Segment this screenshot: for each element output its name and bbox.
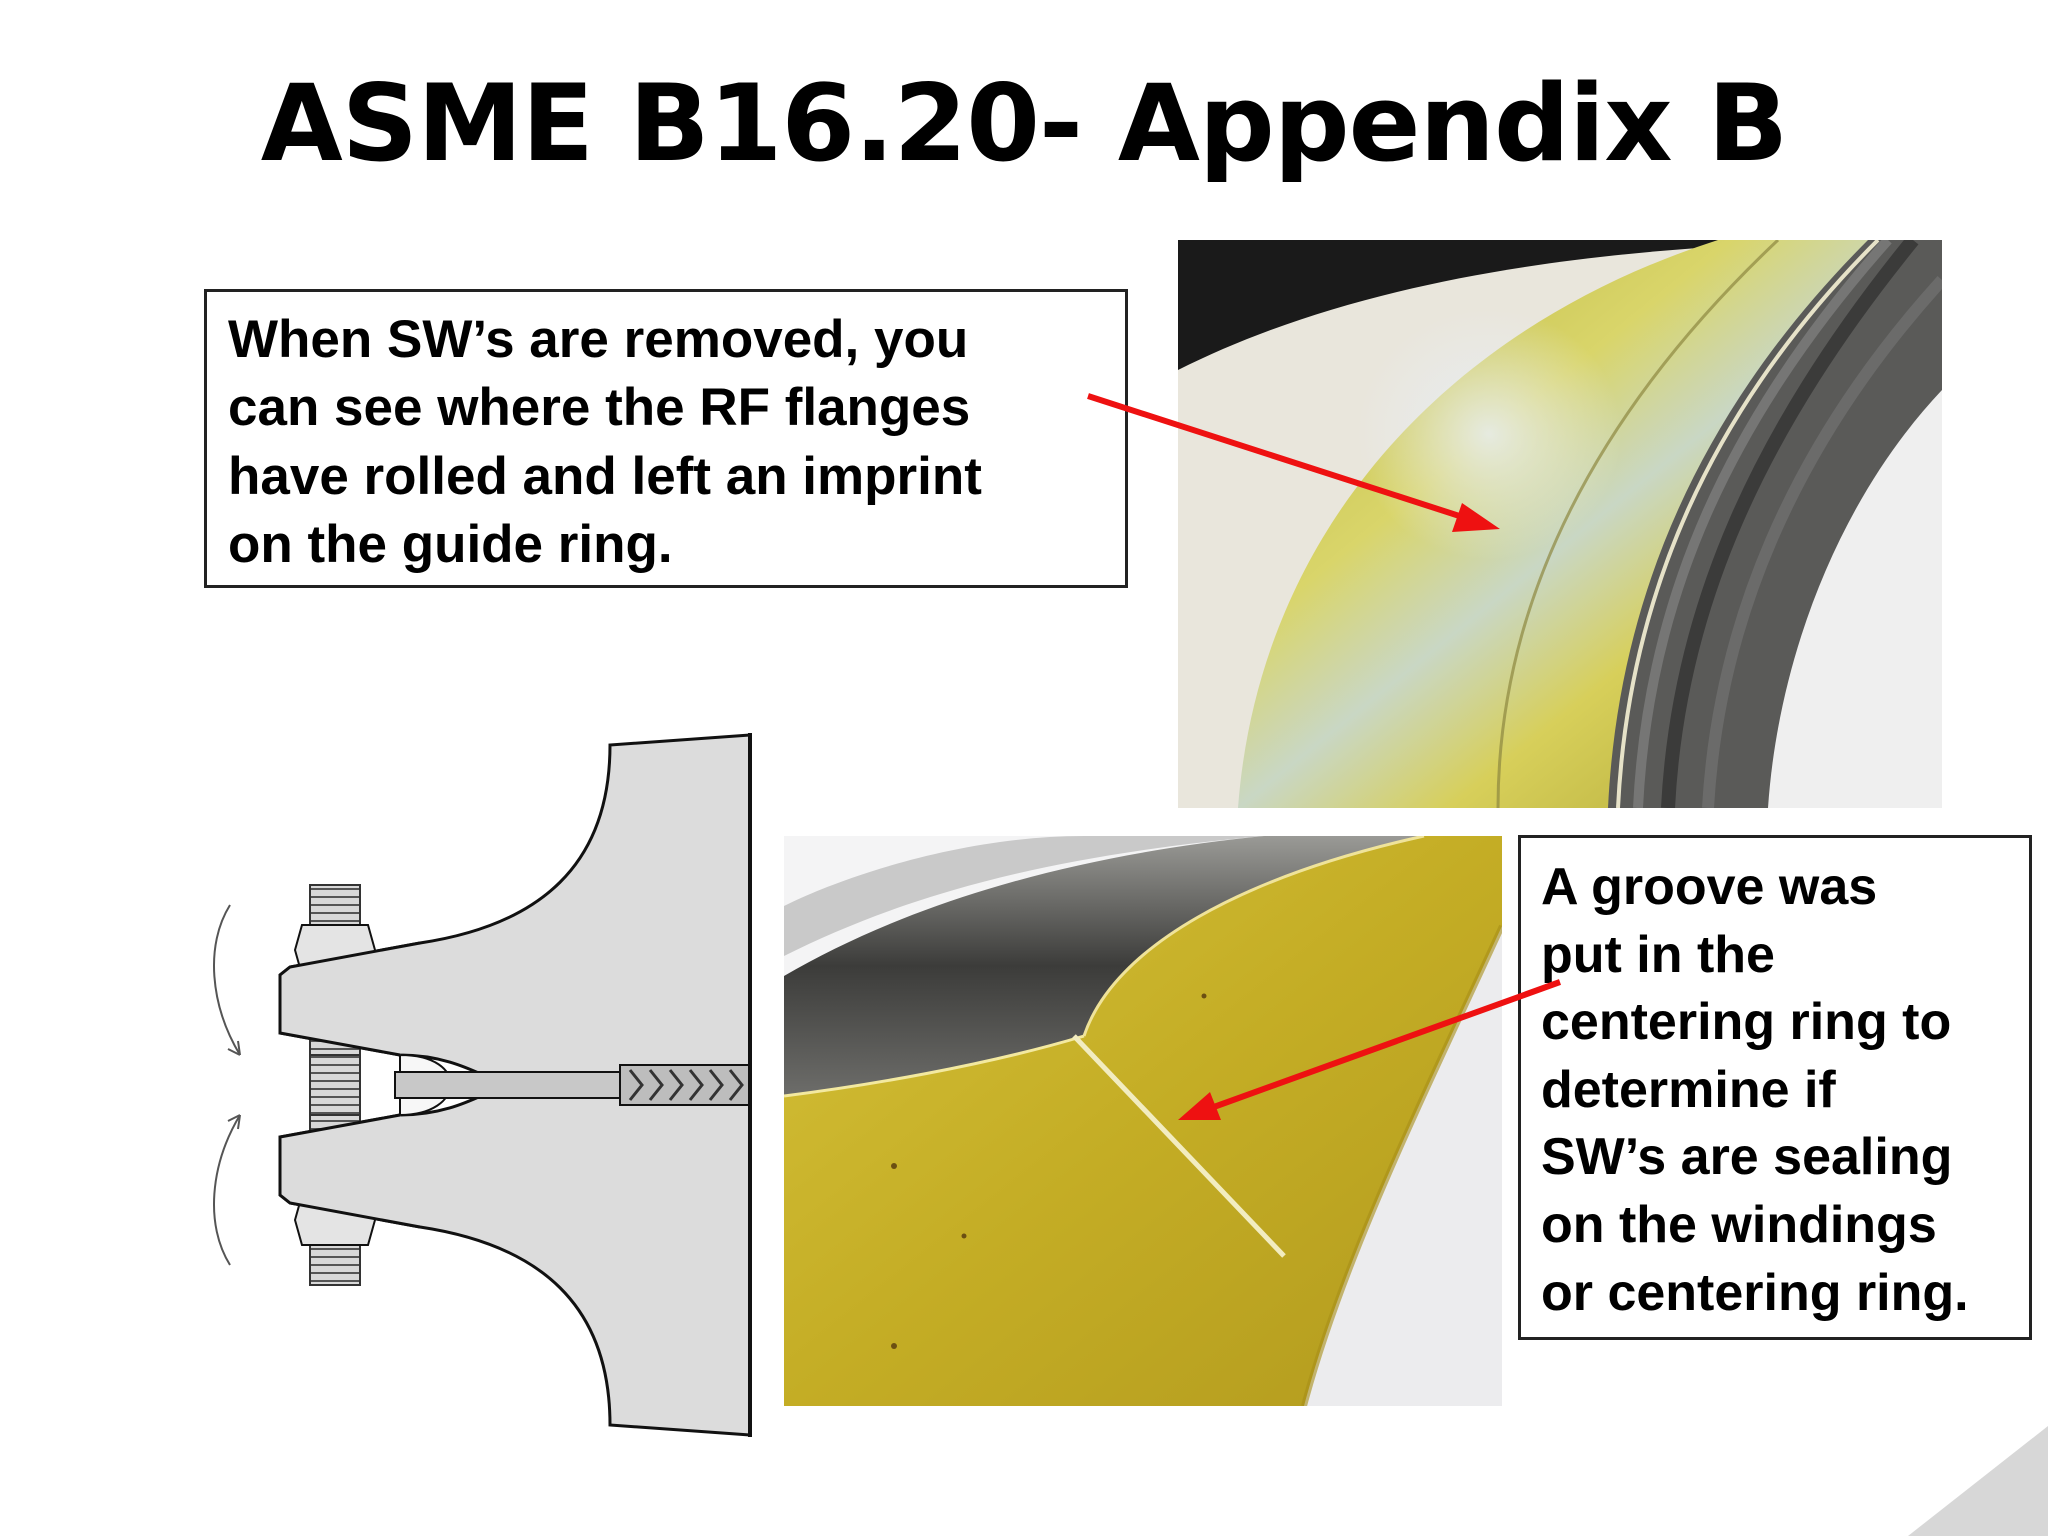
guide-ring-photo [1178,240,1942,808]
callout-line: put in the [1541,925,1775,984]
centering-ring-groove-callout: A groove was put in the centering ring t… [1518,835,2032,1340]
guide-ring-imprint-callout: When SW’s are removed, you can see where… [204,289,1128,588]
callout-line: determine if [1541,1060,1836,1119]
callout-line: A groove was [1541,858,1878,916]
callout-line: can see where the RF flanges [228,378,971,438]
callout-line: centering ring to [1541,993,1952,1052]
callout-line: have rolled and left an imprint [228,446,982,506]
slide-title: ASME B16.20- Appendix B [260,62,1789,185]
callout-line: or centering ring. [1541,1263,1969,1322]
callout-line: When SW’s are removed, you [228,310,969,369]
callout-line: on the windings [1541,1195,1937,1254]
centering-ring-photo [784,836,1502,1406]
callout-line: on the guide ring. [228,515,673,575]
callout-line: SW’s are sealing [1541,1128,1953,1187]
corner-decoration [1908,1426,2048,1536]
flange-rotation-diagram [210,725,760,1445]
